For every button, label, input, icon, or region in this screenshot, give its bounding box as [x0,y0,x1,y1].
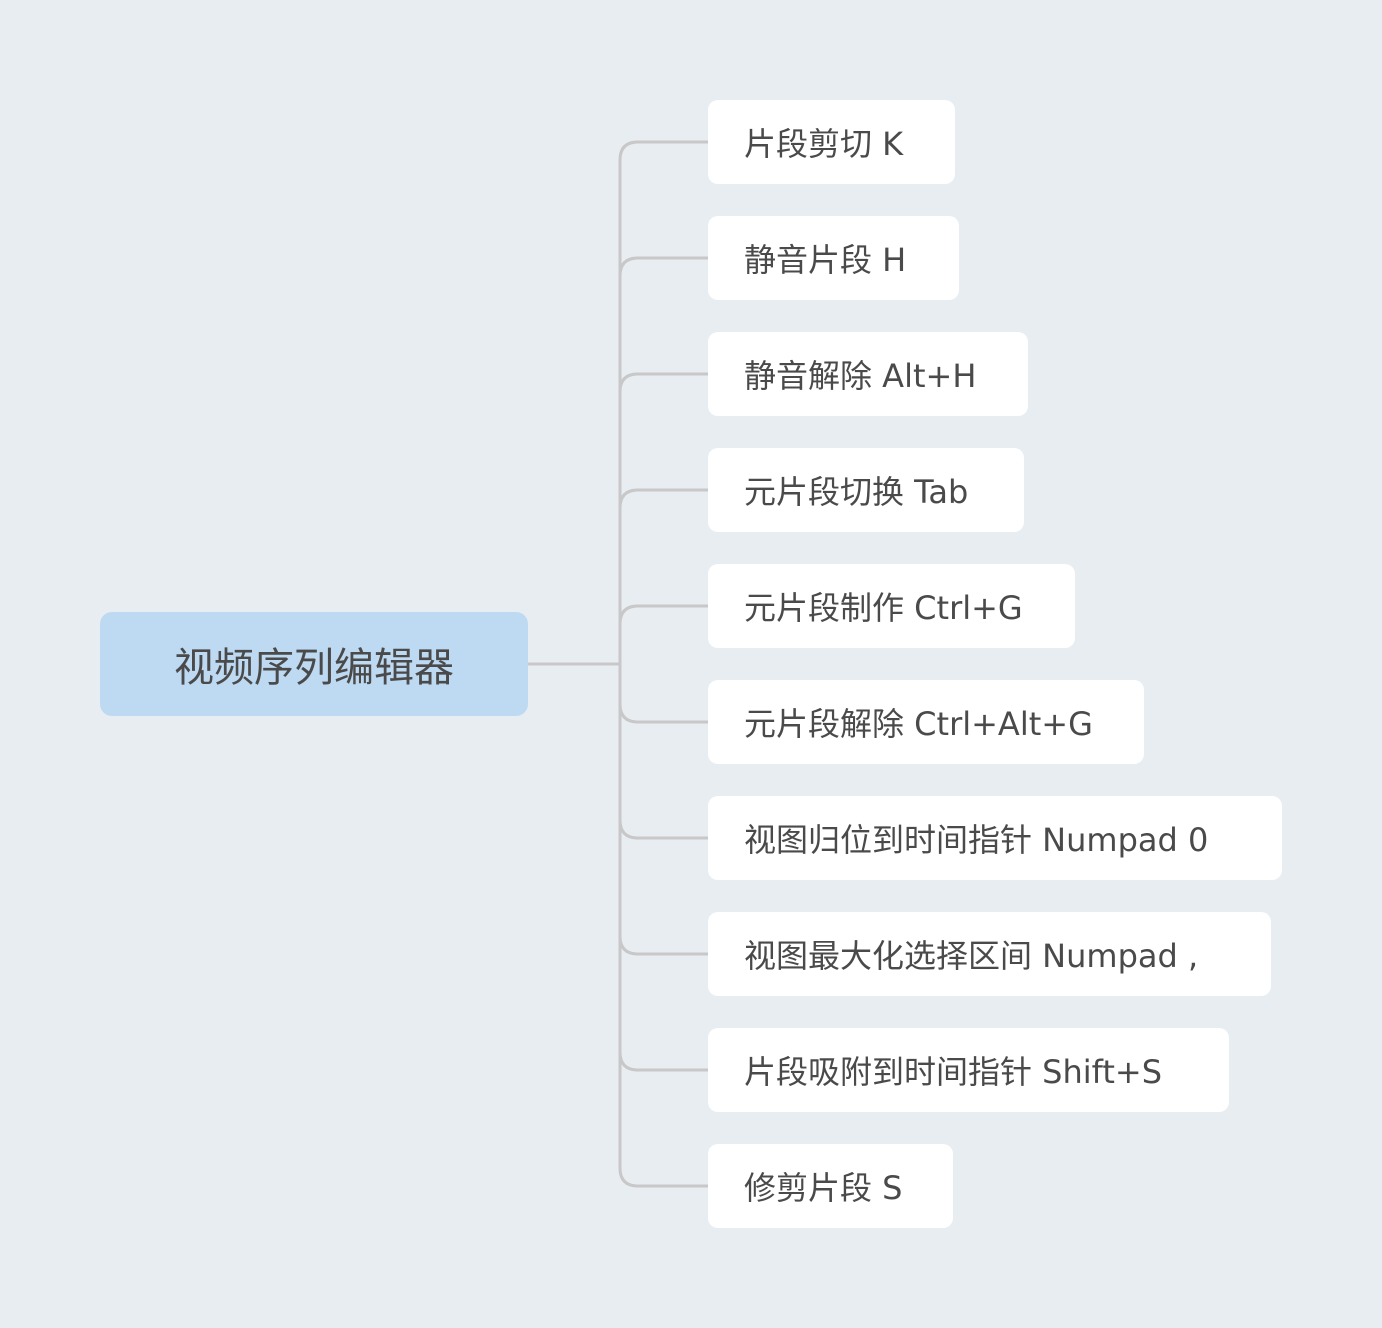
subtopic-label: 元片段切换 Tab [744,473,969,511]
subtopic-label: 片段吸附到时间指针 Shift+S [744,1053,1163,1091]
subtopic-label: 元片段制作 Ctrl+G [744,589,1023,627]
subtopic-view-selected[interactable]: 视图最大化选择区间 Numpad , [708,912,1271,996]
branch-line [618,256,710,278]
branch-line [618,488,710,510]
branch-line [618,604,710,626]
subtopic-meta-toggle[interactable]: 元片段切换 Tab [708,448,1024,532]
branch-line [618,1050,710,1072]
branch-line [618,934,710,956]
subtopic-label: 静音片段 H [744,241,907,279]
branch-line [618,140,710,162]
subtopic-label: 片段剪切 K [744,125,904,163]
subtopic-view-home[interactable]: 视图归位到时间指针 Numpad 0 [708,796,1282,880]
subtopic-label: 视图最大化选择区间 Numpad , [744,937,1199,975]
branch-line [618,702,710,724]
subtopic-snap-to-cursor[interactable]: 片段吸附到时间指针 Shift+S [708,1028,1229,1112]
subtopic-label: 视图归位到时间指针 Numpad 0 [744,821,1209,859]
subtopic-unmute[interactable]: 静音解除 Alt+H [708,332,1028,416]
branch-line [618,372,710,394]
branch-line [618,818,710,840]
branch-line [618,1166,710,1188]
subtopic-label: 元片段解除 Ctrl+Alt+G [744,705,1093,743]
subtopic-meta-make[interactable]: 元片段制作 Ctrl+G [708,564,1075,648]
subtopic-label: 修剪片段 S [744,1169,903,1207]
subtopic-trim-clip[interactable]: 修剪片段 S [708,1144,953,1228]
subtopic-clip-cut[interactable]: 片段剪切 K [708,100,955,184]
root-topic[interactable]: 视频序列编辑器 [100,612,528,716]
subtopic-mute-clip[interactable]: 静音片段 H [708,216,959,300]
root-topic-label: 视频序列编辑器 [174,645,454,691]
subtopic-label: 静音解除 Alt+H [744,357,977,395]
subtopic-meta-release[interactable]: 元片段解除 Ctrl+Alt+G [708,680,1144,764]
